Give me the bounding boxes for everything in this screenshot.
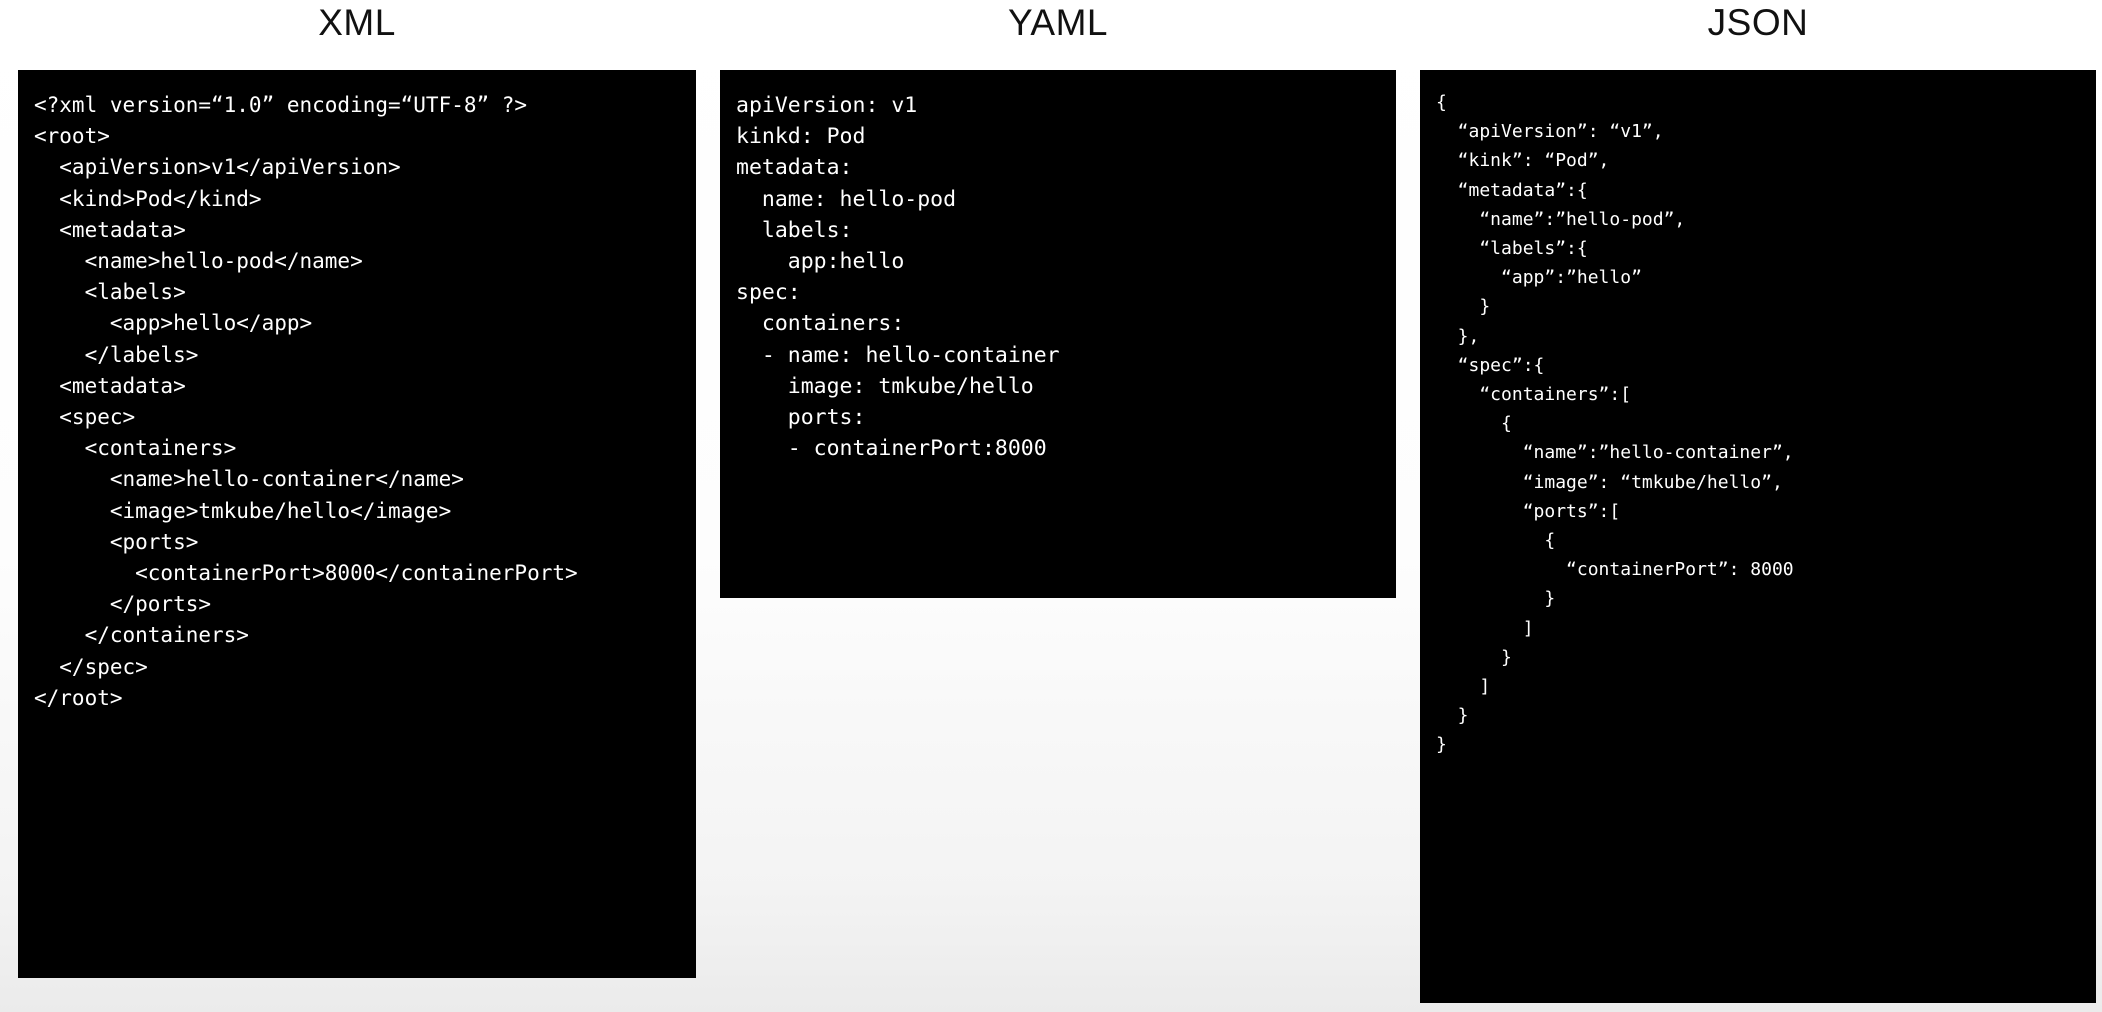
code-line: ports:: [736, 405, 866, 431]
code-line: ]: [1436, 617, 1534, 639]
code-line: <image>tmkube/hello</image>: [34, 498, 452, 523]
code-line: }: [1436, 646, 1512, 668]
panel-title-yaml: YAML: [1007, 2, 1108, 43]
code-line: app:hello: [736, 249, 905, 275]
code-panel-yaml: apiVersion: v1 kinkd: Pod metadata: name: …: [720, 70, 1396, 598]
code-line: spec:: [736, 280, 801, 306]
code-line: </root>: [34, 685, 123, 710]
code-line: “spec”:{: [1436, 354, 1545, 376]
code-line: <root>: [34, 124, 110, 149]
code-line: metadata:: [736, 155, 853, 181]
code-line: “containerPort”: 8000: [1436, 559, 1794, 581]
code-line: kinkd: Pod: [736, 124, 866, 150]
code-line: <metadata>: [34, 373, 186, 398]
code-line: {: [1436, 413, 1512, 435]
code-line: <apiVersion>v1</apiVersion>: [34, 155, 401, 180]
code-line: </spec>: [34, 654, 148, 679]
code-line: - name: hello-container: [736, 342, 1060, 368]
code-line: }: [1436, 588, 1556, 610]
code-line: }: [1436, 296, 1491, 318]
code-line: },: [1436, 325, 1480, 347]
code-line: {: [1436, 530, 1556, 552]
code-line: <name>hello-pod</name>: [34, 249, 363, 274]
code-line: <metadata>: [34, 217, 186, 242]
code-line: </ports>: [34, 592, 212, 617]
code-line: - containerPort:8000: [736, 436, 1047, 462]
code-line: <name>hello-container</name>: [34, 467, 464, 492]
code-line: <containers>: [34, 436, 237, 461]
code-line: “apiVersion”: “v1”,: [1436, 121, 1664, 143]
code-line: “name”:”hello-container”,: [1436, 442, 1794, 464]
code-line: ]: [1436, 676, 1491, 698]
code-line: }: [1436, 705, 1469, 727]
code-line: <containerPort>8000</containerPort>: [34, 561, 578, 586]
code-line: <app>hello</app>: [34, 311, 313, 336]
code-line: “app”:”hello”: [1436, 267, 1642, 289]
code-line: “containers”:[: [1436, 384, 1632, 406]
code-line: “ports”:[: [1436, 500, 1621, 522]
code-line: “metadata”:{: [1436, 179, 1588, 201]
code-line: }: [1436, 734, 1447, 756]
code-line: <ports>: [34, 529, 199, 554]
code-line: </containers>: [34, 623, 249, 648]
code-line: “image”: “tmkube/hello”,: [1436, 471, 1783, 493]
code-line: </labels>: [34, 342, 199, 367]
code-line: apiVersion: v1: [736, 93, 918, 118]
code-line: <spec>: [34, 405, 136, 430]
code-line: {: [1436, 92, 1447, 113]
code-line: containers:: [736, 311, 905, 337]
code-line: name: hello-pod: [736, 186, 957, 212]
panel-title-json: JSON: [1707, 2, 1809, 43]
code-panel-xml: <?xml version=“1.0” encoding=“UTF-8” ?> <…: [18, 70, 696, 978]
code-line: image: tmkube/hello: [736, 373, 1034, 399]
code-line: “name”:”hello-pod”,: [1436, 208, 1686, 230]
code-line: “labels”:{: [1436, 238, 1588, 260]
code-line: <?xml version=“1.0” encoding=“UTF-8” ?>: [34, 93, 528, 117]
code-panel-json: { “apiVersion”: “v1”, “kink”: “Pod”, “me…: [1420, 70, 2096, 1003]
code-line: <kind>Pod</kind>: [34, 186, 262, 211]
code-line: “kink”: “Pod”,: [1436, 150, 1610, 172]
code-line: labels:: [736, 217, 853, 243]
panel-title-xml: XML: [318, 2, 396, 43]
code-line: <labels>: [34, 280, 186, 305]
